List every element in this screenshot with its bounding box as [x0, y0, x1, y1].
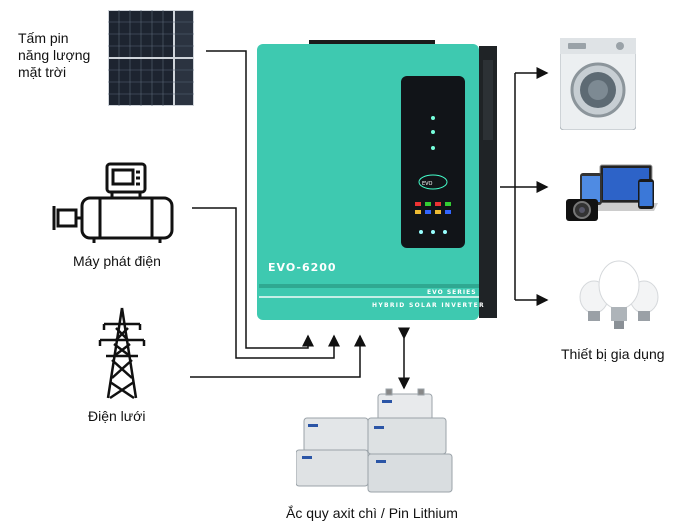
solar-connection-line: [206, 50, 314, 349]
power-tower-icon: [98, 307, 146, 400]
inverter-model: EVO-6200: [268, 261, 337, 274]
hybrid-inverter-image: [257, 40, 497, 320]
inverter-subtitle: HYBRID SOLAR INVERTER: [372, 302, 485, 309]
electronics-image: [566, 164, 658, 221]
solar-panel-label: Tấm pin năng lượng mặt trời: [18, 30, 90, 81]
generator-icon: [52, 162, 174, 243]
inverter-badge: EVO: [422, 181, 433, 187]
grid-label: Điện lưới: [88, 408, 146, 424]
inverter-series: EVO SERIES: [427, 289, 477, 296]
solar-panel-image: [108, 10, 194, 106]
solar-label-line-3: mặt trời: [18, 64, 67, 80]
generator-connection-line: [192, 207, 340, 359]
grid-connection-line: [190, 334, 366, 378]
solar-label-line-2: năng lượng: [18, 47, 91, 63]
light-bulbs-image: [579, 260, 659, 329]
solar-label-line-1: Tấm pin: [18, 30, 69, 46]
battery-label: Ắc quy axit chì / Pin Lithium: [286, 505, 458, 521]
generator-label: Máy phát điện: [73, 253, 161, 269]
battery-stack-image: [296, 388, 453, 493]
washing-machine-image: [560, 38, 636, 130]
appliances-label: Thiết bị gia dụng: [561, 346, 665, 362]
